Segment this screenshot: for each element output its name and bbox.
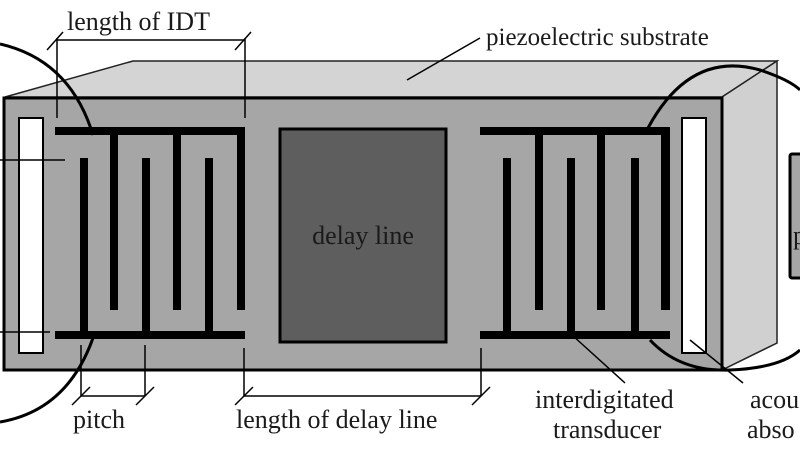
idt-finger (631, 158, 639, 339)
idt-finger (567, 158, 575, 339)
idt-finger (173, 127, 181, 310)
idt-finger (80, 158, 88, 339)
label-transducer: transducer (553, 415, 662, 444)
pitch-dimension (71, 345, 155, 406)
left-callout-arc (0, 42, 95, 136)
label-length-of-delay-line: length of delay line (236, 405, 437, 434)
right-acoustic-absorber (681, 117, 707, 354)
idt-leader (571, 334, 626, 384)
label-pitch: pitch (73, 405, 125, 434)
idt-finger (237, 127, 245, 310)
idt-top-busbar (55, 127, 245, 135)
length-of-delay-line-dimension (234, 348, 491, 406)
label-delay-line: delay line (312, 221, 414, 250)
idt-finger (597, 127, 605, 310)
idt-finger (503, 158, 511, 339)
substrate-side-face (721, 59, 778, 372)
output-idt (480, 127, 670, 339)
idt-top-busbar (480, 127, 670, 135)
idt-finger (142, 158, 150, 339)
substrate-top-face (4, 60, 780, 98)
idt-finger (661, 127, 670, 310)
length-of-idt-dimension (46, 31, 252, 118)
label-absorber: abso (747, 415, 795, 444)
right-callout-arc-bottom (648, 338, 800, 372)
label-length-of-idt: length of IDT (67, 7, 210, 36)
substrate-leader (406, 37, 481, 81)
delay-line-region (278, 127, 448, 344)
label-right-partial: p (793, 221, 800, 250)
label-interdigitated: interdigitated (535, 385, 674, 414)
input-idt (55, 127, 245, 339)
right-callout-arc (646, 64, 800, 129)
absorber-leader (689, 339, 744, 384)
idt-finger (205, 158, 213, 339)
idt-finger (535, 127, 543, 310)
idt-finger (110, 127, 118, 310)
left-acoustic-absorber (18, 117, 44, 354)
label-piezoelectric-substrate: piezoelectric substrate (486, 24, 709, 51)
left-callout-arc-bottom (0, 331, 97, 424)
label-acoustic: acou (750, 385, 799, 414)
right-partial-box (788, 152, 800, 280)
